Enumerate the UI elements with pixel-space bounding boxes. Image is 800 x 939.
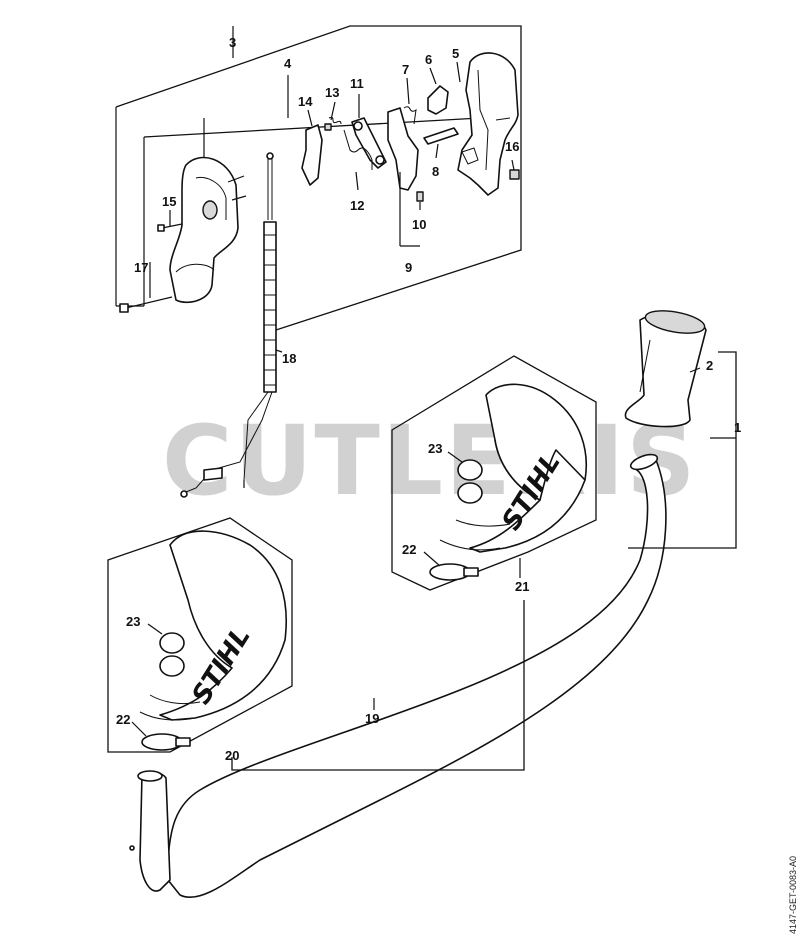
screw-15	[157, 223, 183, 232]
callout-15: 15	[162, 194, 176, 209]
handle-half-left	[169, 156, 247, 304]
callout-leaders-upper	[149, 61, 515, 298]
guard-box-right	[391, 355, 597, 591]
hand-guard-left: STIHL	[139, 530, 288, 721]
handle-half-right	[457, 52, 519, 196]
callout-1: 1	[734, 420, 741, 435]
callout-6: 6	[425, 52, 432, 67]
callout-20: 20	[225, 748, 239, 763]
callout-labels: 1 2 3 4 5 6 7 8 9 10 11 12 13 14 15 16 1…	[116, 35, 741, 763]
latch-6	[427, 85, 449, 115]
callout-4: 4	[284, 56, 292, 71]
hose-clamp-left	[141, 733, 191, 751]
callout-5: 5	[452, 46, 459, 61]
lever-11	[351, 117, 387, 169]
callout-21: 21	[515, 579, 529, 594]
nut-16	[509, 169, 520, 180]
rubber-grip-2	[624, 310, 707, 428]
spring-12	[343, 129, 373, 170]
callout-18: 18	[282, 351, 296, 366]
callout-23-left: 23	[126, 614, 140, 629]
bracket-1	[628, 351, 737, 549]
reference-code: 4147-GET-0083-A0	[788, 856, 798, 934]
callout-2: 2	[706, 358, 713, 373]
spring-7	[403, 106, 417, 125]
callout-10: 10	[412, 217, 426, 232]
callout-7: 7	[402, 62, 409, 77]
guard-box-left	[107, 517, 525, 771]
spring-10	[416, 191, 424, 202]
callout-9: 9	[405, 260, 412, 275]
callout-3: 3	[229, 35, 236, 50]
throttle-trigger-9	[387, 107, 419, 191]
callout-leaders-lower	[131, 367, 701, 737]
callout-19: 19	[365, 711, 379, 726]
callout-16: 16	[505, 139, 519, 154]
callout-12: 12	[350, 198, 364, 213]
handle-tube-1	[129, 453, 667, 898]
callout-23-right: 23	[428, 441, 442, 456]
hose-clamp-right	[429, 563, 479, 581]
callout-8: 8	[432, 164, 439, 179]
pin-8	[423, 127, 459, 145]
trigger-lock-14	[301, 123, 332, 186]
callout-11: 11	[350, 76, 364, 91]
callout-22-right: 22	[402, 542, 416, 557]
watermark-text: CUTLERIS	[162, 405, 697, 517]
throttle-cable-18	[180, 152, 283, 498]
callout-22-left: 22	[116, 712, 130, 727]
callout-17: 17	[134, 260, 148, 275]
long-screw-17	[119, 296, 173, 313]
callout-14: 14	[298, 94, 313, 109]
callout-13: 13	[325, 85, 339, 100]
